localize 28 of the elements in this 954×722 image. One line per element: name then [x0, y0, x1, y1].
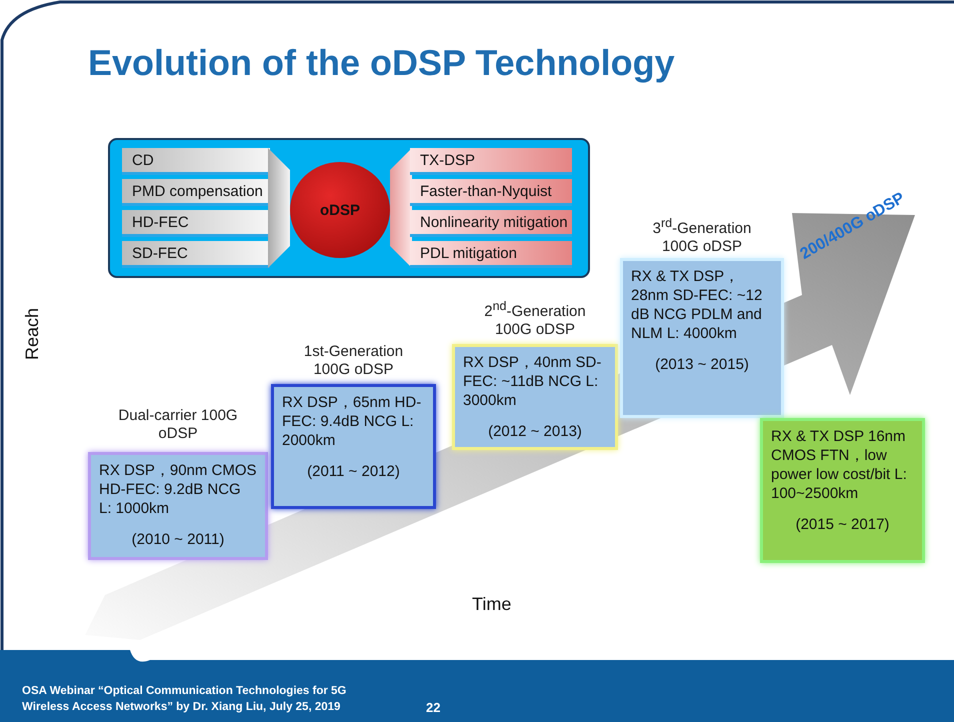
feature-bar: Faster-than-Nyquist — [410, 179, 572, 206]
feature-bar: SD-FEC — [122, 241, 270, 268]
generation-label: 1st-Generation 100G oDSP — [302, 342, 404, 380]
axis-label: Time — [472, 594, 512, 615]
feature-bar: Nonlinearity mitigation — [410, 210, 572, 237]
date-range: (2010 ~ 2011) — [130, 530, 226, 549]
date-range: (2013 ~ 2015) — [654, 355, 750, 374]
spec-text: RX DSP，65nm HD-FEC: 9.4dB NCG L: 2000km — [282, 393, 422, 450]
feature-bar: CD — [122, 148, 270, 175]
spec-text: RX DSP，90nm CMOS HD-FEC: 9.2dB NCG L: 1000km — [99, 461, 257, 518]
axis-label: Reach — [22, 308, 43, 360]
date-range: (2012 ~ 2013) — [487, 422, 583, 441]
date-range: (2015 ~ 2017) — [794, 515, 890, 534]
feature-panel — [108, 138, 590, 278]
slide-title: Evolution of the oDSP Technology — [88, 42, 675, 84]
generation-label: Dual-carrier 100G oDSP — [117, 406, 239, 444]
feature-bar: PDL mitigation — [410, 241, 572, 268]
feature-bar: HD-FEC — [122, 210, 270, 237]
generation-label: 2$^{nd}$-Generation 100G oDSP — [483, 298, 587, 340]
spec-text: RX & TX DSP， 28nm SD-FEC: ~12 dB NCG PDLM and NLM L: 4000km — [631, 267, 764, 343]
date-range: (2011 ~ 2012) — [306, 462, 401, 481]
footer-text: OSA Webinar “Optical Communication Technologies for 5G Wireless Access Networks” by Dr. Xiang Liu, July 25, 2019 — [22, 684, 348, 715]
generation-label: 3$^{rd}$-Generation 100G oDSP — [652, 215, 752, 257]
feature-bar: PMD compensation — [122, 179, 270, 206]
spec-text: RX & TX DSP 16nm CMOS FTN，low power low cost/bit L: 100~2500km — [771, 427, 908, 503]
spec-text: RX DSP，40nm SD-FEC: ~11dB NCG L: 3000km — [463, 353, 602, 410]
feature-bar: TX-DSP — [410, 148, 572, 175]
page-number: 22 — [426, 700, 440, 715]
